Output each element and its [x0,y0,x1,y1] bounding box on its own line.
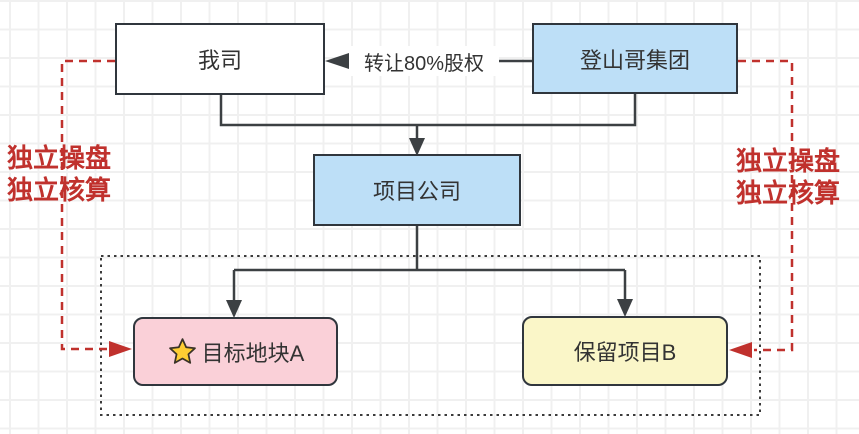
node-label: 项目公司 [372,179,461,204]
node-label: 我司 [197,48,242,73]
dark-arrowheads [226,53,633,318]
arrowhead-left-icon [325,53,349,69]
star-icon [168,338,196,364]
annotation-line: 独立操盘 [7,143,112,173]
red-arrowhead-left-icon [729,342,752,358]
node-retained-project-b: 保留项目B [522,316,728,386]
node-label: 保留项目B [573,340,677,365]
red-connector-right [738,59,794,352]
node-target-plot-a: 目标地块A [133,317,338,386]
edge-merge-line [219,94,637,127]
arrowhead-down-icon [409,138,425,156]
edge-transfer-label: 转让80%股权 [349,46,499,76]
annotation-line: 独立操盘 [736,146,841,176]
red-dashed-connectors [60,59,794,352]
node-label: 目标地块A [201,340,305,366]
annotation-line: 独立核算 [736,178,841,208]
node-group: 登山哥集团 [532,23,738,94]
node-our-company: 我司 [115,23,325,95]
annotation-left: 独立操盘 独立核算 [7,142,129,206]
arrowhead-down-icon [617,299,633,317]
node-project-company: 项目公司 [313,154,521,226]
node-label: 登山哥集团 [579,47,690,73]
annotation-right: 独立操盘 独立核算 [736,145,858,209]
red-arrowheads [109,341,752,358]
red-arrowhead-right-icon [109,341,132,357]
annotation-line: 独立核算 [7,175,112,205]
red-connector-left [60,59,115,351]
arrowhead-down-icon [226,300,242,318]
